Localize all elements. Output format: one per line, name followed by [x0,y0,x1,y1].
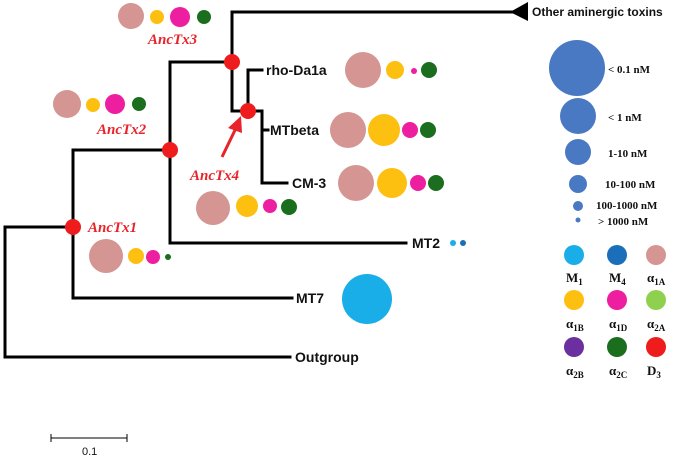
receptor-label-a1d: α1D [609,316,628,333]
receptor-swatch-a1d [607,290,627,310]
receptor-label-a1b: α1B [566,316,584,333]
node-anctx3 [224,54,240,70]
legend-affinity-sizes: < 0.1 nM < 1 nM 1-10 nM 10-100 nM 100-10… [549,40,658,228]
receptor-swatch-a1a [646,245,666,265]
size-swatch-4 [569,175,587,193]
ancestor-label-anctx1: AncTx1 [87,220,137,236]
affinity-anctx1 [89,239,171,273]
tip-label-other-aminergic-toxins: Other aminergic toxins [532,5,663,19]
node-anctx4 [240,103,256,119]
ancestor-label-anctx4: AncTx4 [189,168,240,184]
ancestral-nodes [65,54,256,235]
tip-label-outgroup: Outgroup [295,349,359,365]
receptor-label-d3: D3 [647,363,661,380]
affinity-mt2 [450,240,466,246]
tip-label-rho-da1a: rho-Da1a [266,62,327,78]
receptor-swatch-a2b [564,337,584,357]
size-label-1: < 0.1 nM [608,64,651,76]
receptor-label-m1: M1 [566,270,583,287]
other-toxins-wedge [510,2,528,21]
ancestor-label-anctx3: AncTx3 [147,32,198,48]
size-label-2: < 1 nM [608,112,642,124]
receptor-swatch-a2a [646,290,666,310]
affinity-anctx4 [196,191,297,225]
receptor-swatch-d3 [646,337,666,357]
receptor-label-m4: M4 [609,270,626,287]
tip-label-mt2: MT2 [412,235,440,251]
affinity-rho-da1a [345,52,437,88]
receptor-swatch-a1b [564,290,584,310]
size-swatch-1 [549,40,605,96]
size-swatch-6 [575,217,581,223]
node-anctx2 [162,142,178,158]
legend-receptors: M1 M4 α1A α1B α1D α2A α2B α2C D3 [564,245,666,380]
node-anctx1 [65,219,81,235]
scale-bar-label: 0.1 [82,446,97,458]
receptor-label-a1a: α1A [647,270,666,287]
branch-root [3,225,292,359]
size-label-5: 100-1000 nM [596,200,658,212]
receptor-swatch-m4 [607,245,627,265]
affinity-mt7 [342,274,392,324]
ancestor-label-anctx2: AncTx2 [96,122,147,138]
tip-label-cm3: CM-3 [292,175,326,191]
size-swatch-2 [560,98,596,134]
affinity-anctx3 [118,3,211,29]
anctx4-arrow [220,116,242,158]
size-swatch-3 [565,139,591,165]
size-label-3: 1-10 nM [608,148,648,160]
receptor-swatch-a2c [607,337,627,357]
affinity-anctx2 [53,90,146,118]
tip-label-mt7: MT7 [296,290,324,306]
size-label-6: > 1000 nM [598,216,649,228]
tip-label-mtbeta: MTbeta [270,122,319,138]
receptor-label-a2c: α2C [609,363,627,380]
affinity-mtbeta [330,112,436,148]
receptor-label-a2a: α2A [647,316,666,333]
affinity-cm3 [338,165,444,201]
receptor-label-a2b: α2B [566,363,584,380]
size-swatch-5 [573,201,583,211]
receptor-swatch-m1 [564,245,584,265]
size-label-4: 10-100 nM [605,179,656,191]
scale-bar [50,434,128,442]
